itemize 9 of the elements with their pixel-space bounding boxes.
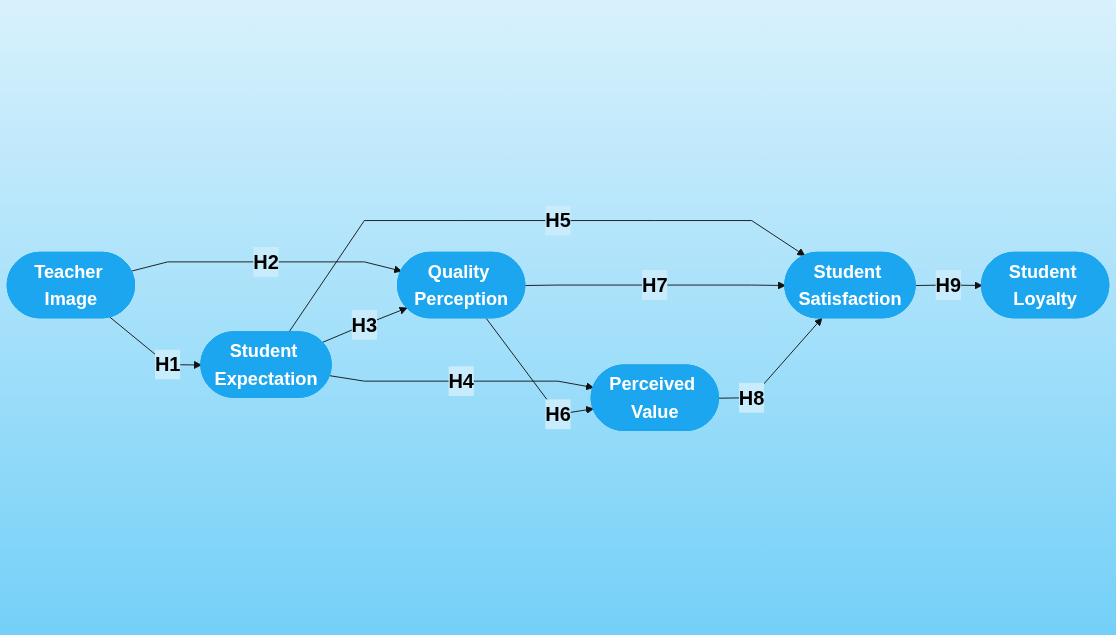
edge-label: H9 xyxy=(935,273,962,296)
edge-label: H2 xyxy=(253,250,279,273)
edge-label: H5 xyxy=(545,208,571,232)
edge-label: H7 xyxy=(642,273,668,296)
edge-label: H3 xyxy=(351,312,378,336)
edge-label: H6 xyxy=(545,402,571,426)
edge-label: H1 xyxy=(154,352,181,376)
edge-label: H8 xyxy=(738,385,765,409)
edge-label: H4 xyxy=(448,369,474,393)
